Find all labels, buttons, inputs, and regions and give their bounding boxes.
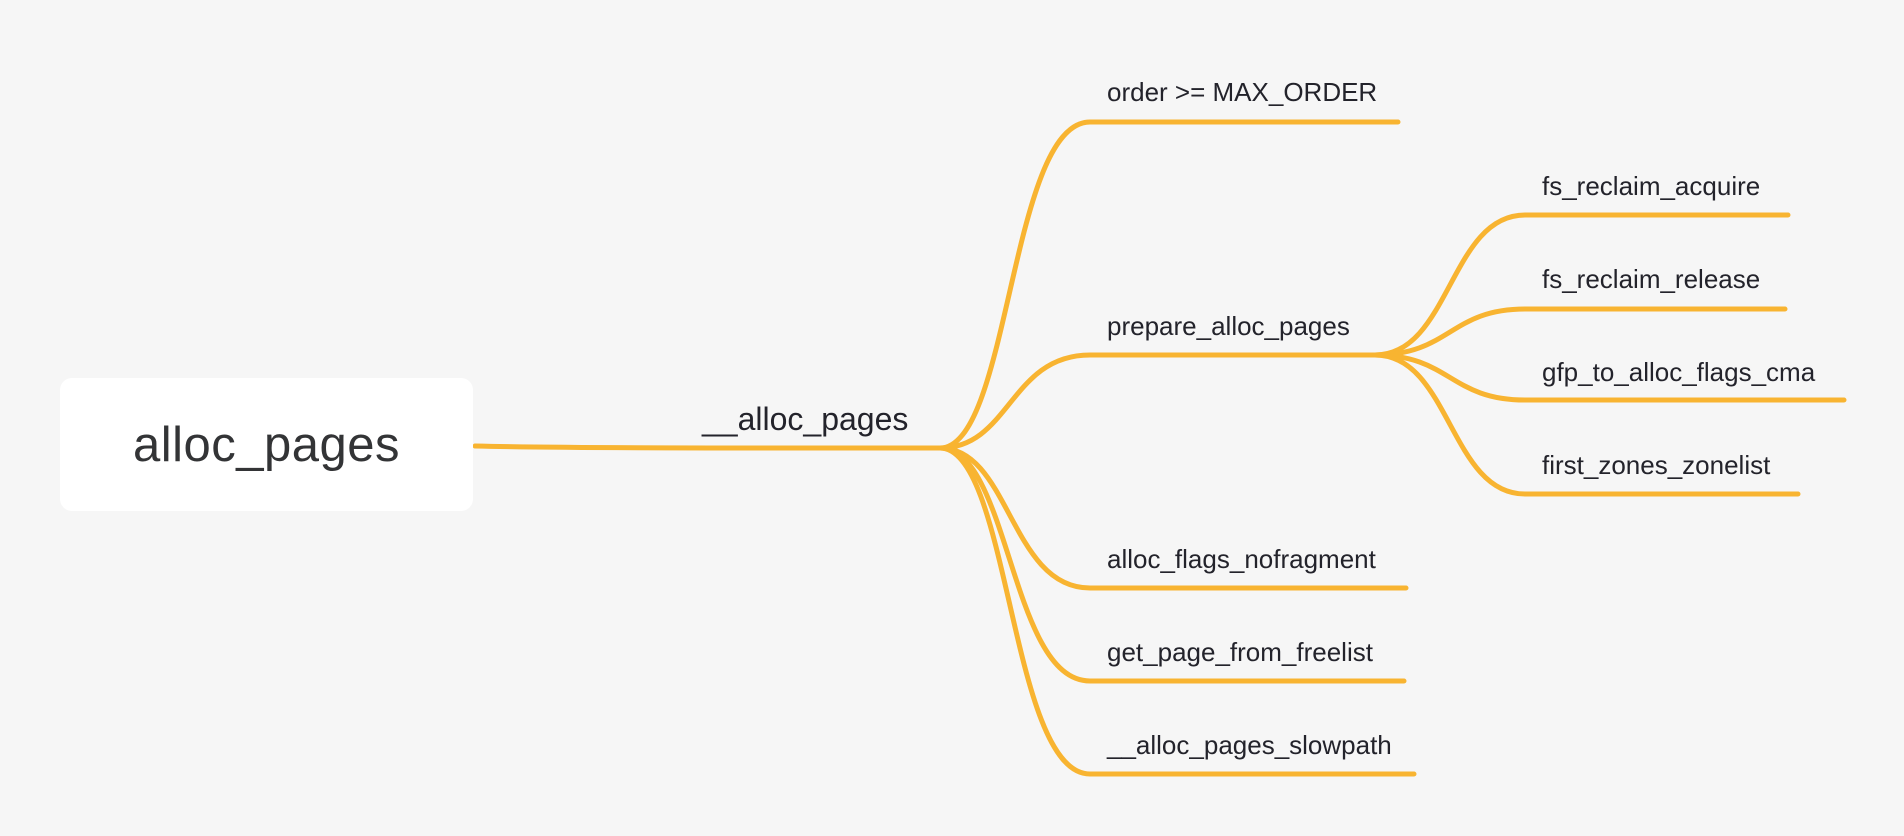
node-fs-reclaim-acquire[interactable]: fs_reclaim_acquire bbox=[1542, 171, 1761, 201]
edge-to-alloc-flags-nofragment bbox=[937, 445, 1409, 591]
root-node-label: alloc_pages bbox=[132, 417, 401, 472]
edge-root-to-alloc-pages bbox=[472, 443, 943, 451]
edge-to-get-page-from-freelist bbox=[937, 445, 1407, 684]
edge-to-fs-reclaim-acquire bbox=[1372, 212, 1791, 358]
node-first-zones-zonelist[interactable]: first_zones_zonelist bbox=[1542, 450, 1771, 480]
edge-to-prepare-alloc-pages bbox=[937, 352, 1378, 451]
node-get-page-from-freelist[interactable]: get_page_from_freelist bbox=[1107, 637, 1373, 667]
node-gfp-to-alloc-flags-cma[interactable]: gfp_to_alloc_flags_cma bbox=[1542, 357, 1816, 387]
edge-to-alloc-pages-slowpath bbox=[937, 445, 1417, 777]
node-fs-reclaim-release[interactable]: fs_reclaim_release bbox=[1542, 264, 1761, 294]
edge-to-fs-reclaim-release bbox=[1372, 306, 1788, 358]
node-alloc-pages-internal[interactable]: __alloc_pages bbox=[702, 401, 909, 437]
node-order-max-order[interactable]: order >= MAX_ORDER bbox=[1107, 77, 1378, 107]
edge-to-gfp-to-alloc-flags-cma bbox=[1372, 352, 1847, 403]
edge-to-order-max bbox=[937, 119, 1401, 451]
node-prepare-alloc-pages[interactable]: prepare_alloc_pages bbox=[1107, 311, 1350, 341]
root-node[interactable]: alloc_pages bbox=[60, 378, 473, 511]
edge-to-first-zones-zonelist bbox=[1372, 352, 1801, 497]
node-alloc-pages-slowpath[interactable]: __alloc_pages_slowpath bbox=[1107, 730, 1392, 760]
node-alloc-flags-nofragment[interactable]: alloc_flags_nofragment bbox=[1107, 544, 1376, 574]
